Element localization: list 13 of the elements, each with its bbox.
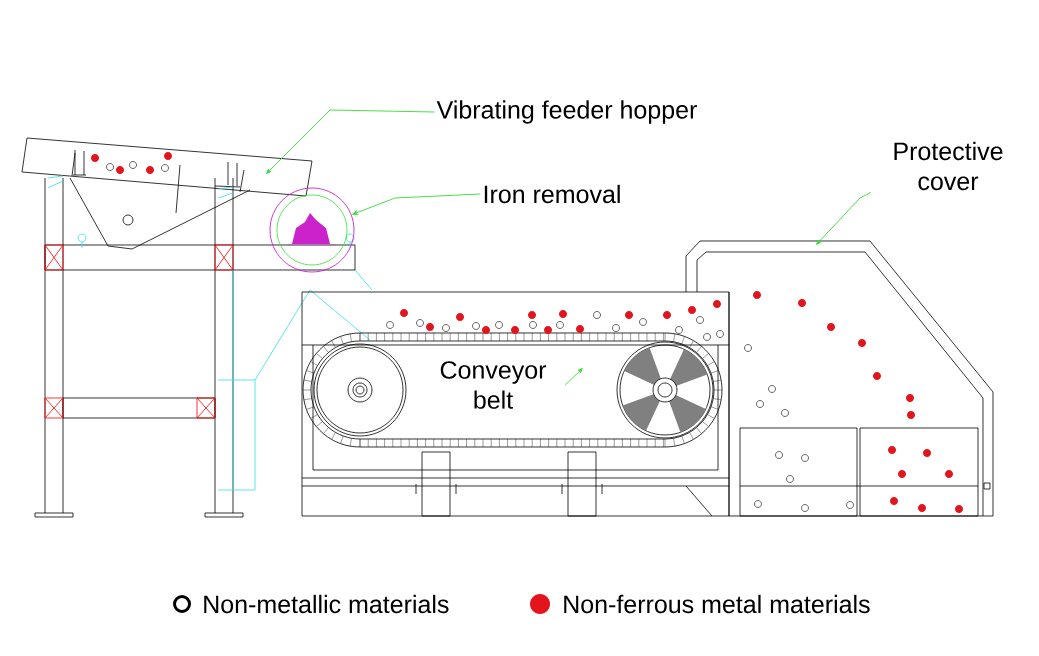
legend-label: Non-metallic materials	[204, 594, 449, 614]
iron-remover-drawing	[269, 187, 355, 273]
feeder-hopper-drawing	[21, 137, 313, 250]
leader-line	[816, 191, 872, 245]
leader-line	[266, 109, 435, 174]
part-label: Vibrating feeder hopper	[436, 100, 697, 124]
conveyor-drawing	[301, 291, 730, 517]
legend-label: Non-ferrous metal materials	[564, 594, 870, 614]
leader-line	[564, 368, 583, 386]
part-label: Iron removal	[484, 184, 620, 204]
leader-line	[352, 193, 481, 215]
part-label: Protective cover	[894, 141, 1003, 191]
protective-cover-drawing	[685, 240, 994, 517]
